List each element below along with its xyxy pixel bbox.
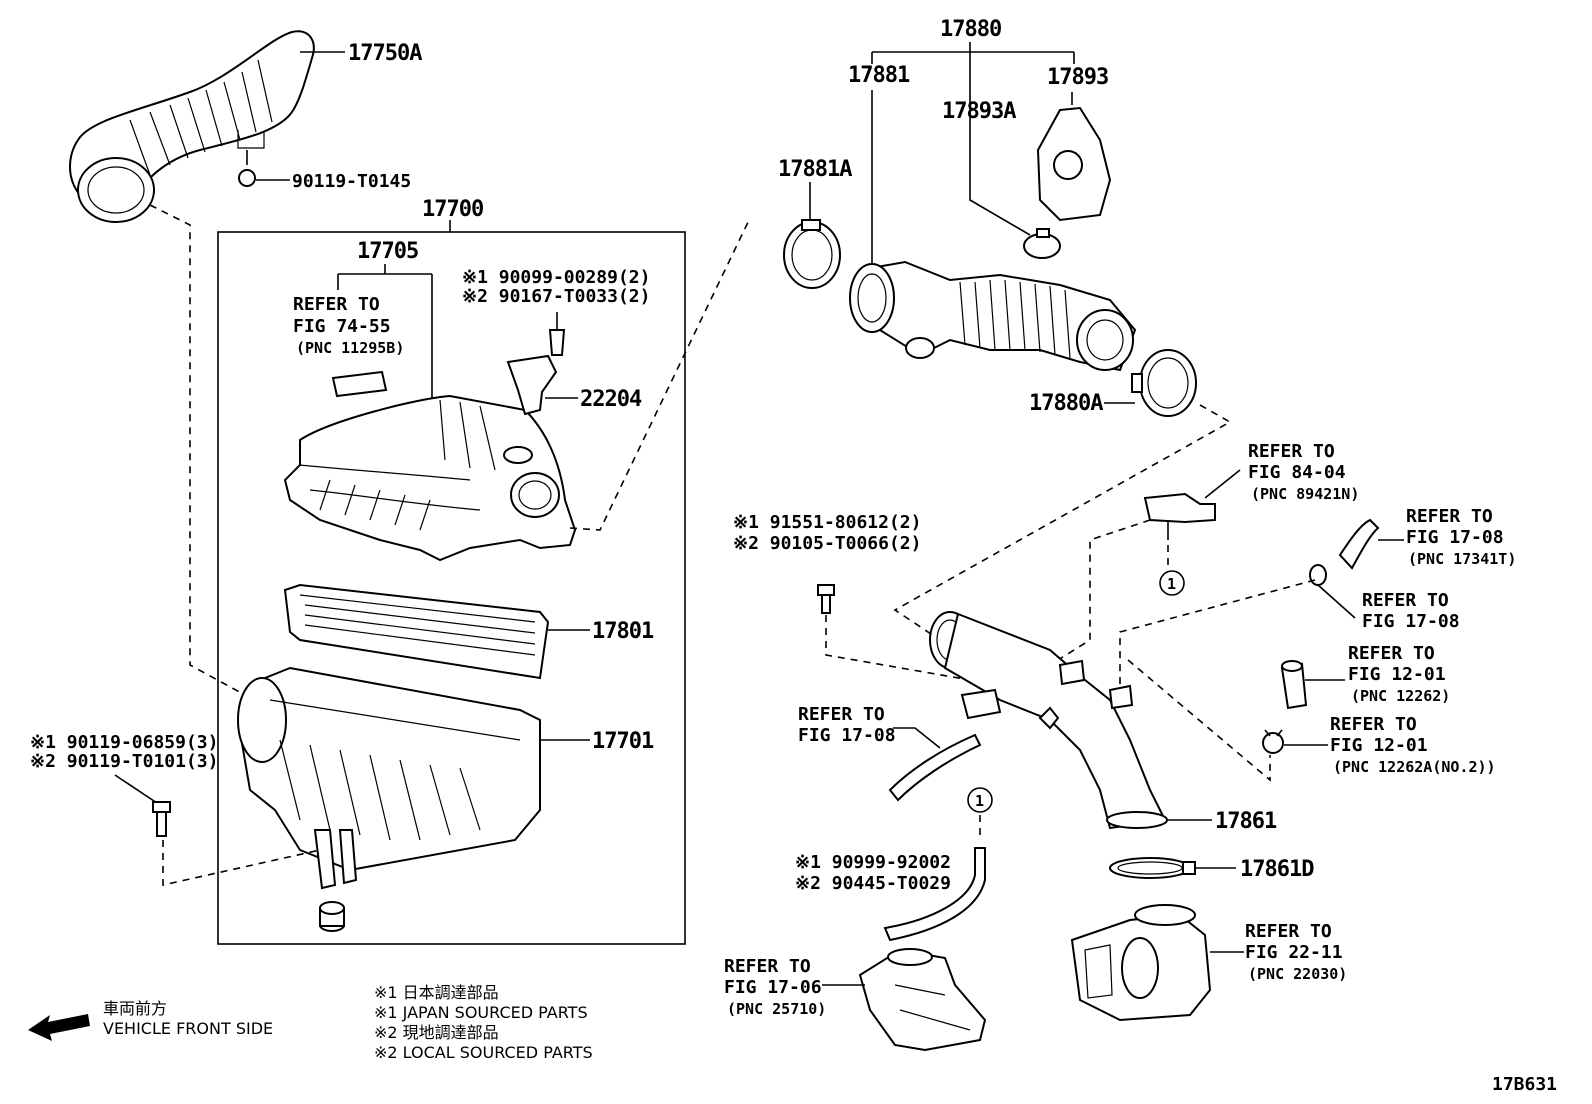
circle-marker-1-top: 1 [1159,570,1185,596]
grommet-drawing [319,901,345,932]
qualified-90167-T0033: ※2 90167-T0033(2) [462,286,650,307]
qualified-90445-T0029: ※2 90445-T0029 [795,873,951,894]
refer-fig-12-01-b-group: REFER TO FIG 12-01 (PNC 12262A(NO.2)) [1330,714,1496,776]
refer-fig-84-04-group: REFER TO FIG 84-04 (PNC 89421N) [1248,441,1359,503]
refer-fig-12-01-a-group: REFER TO FIG 12-01 (PNC 12262) [1348,643,1450,705]
part-number-17705: 17705 [357,239,418,264]
refer-label-fig-17-06-line3: (PNC 25710) [727,1000,826,1018]
qualified-91551-80612: ※1 91551-80612(2) [733,512,921,533]
refer-label-fig-12-01-b-line2: FIG 12-01 [1330,735,1428,756]
refer-fig-17-08-a-group: REFER TO FIG 17-08 (PNC 17341T) [1406,506,1516,568]
refer-label-fig-84-04-line3: (PNC 89421N) [1251,485,1359,503]
refer-label-fig-74-55-line1: REFER TO [293,294,380,315]
refer-label-fig-17-08-a-line3: (PNC 17341T) [1408,550,1516,568]
part-number-17881: 17881 [848,63,910,88]
refer-label-fig-17-08-b-line2: FIG 17-08 [1362,611,1460,632]
refer-fig-17-08-b-group: REFER TO FIG 17-08 [1362,590,1460,632]
circle-marker-1-bottom-label: 1 [975,792,984,810]
qualified-90999-92002: ※1 90999-92002 [795,852,951,873]
air-cleaner-case-drawing [236,666,590,890]
refer-label-fig-74-55-line2: FIG 74-55 [293,316,391,337]
breather-hose-drawing [888,733,982,802]
refer-label-fig-74-55-line3: (PNC 11295B) [296,339,404,357]
refer-label-fig-12-01-a-line3: (PNC 12262) [1351,687,1450,705]
qualified-90119-T0101: ※2 90119-T0101(3) [30,751,218,772]
refer-label-fig-12-01-b-line1: REFER TO [1330,714,1417,735]
refer-fig-17-08-c-group: REFER TO FIG 17-08 [798,704,896,746]
refer-label-fig-22-11-line3: (PNC 22030) [1248,965,1347,983]
air-inlet-duct-drawing [69,30,345,223]
part-number-17750A: 17750A [348,41,422,66]
note-1-jp: ※1 日本調達部品 [374,983,499,1002]
qualified-90119-06859: ※1 90119-06859(3) [30,732,218,753]
part-number-17893: 17893 [1047,65,1108,90]
refer-label-fig-22-11-line2: FIG 22-11 [1245,942,1343,963]
qualified-90105-T0066: ※2 90105-T0066(2) [733,533,921,554]
clamp-17893A-drawing [1023,228,1061,259]
vehicle-front-jp: 車両前方 [103,999,167,1018]
refer-label-fig-17-08-c-line2: FIG 17-08 [798,725,896,746]
bolt-drawing [114,774,171,837]
refer-fig-17-06-group: REFER TO FIG 17-06 (PNC 25710) [724,956,826,1018]
refer-label-fig-17-08-c-line1: REFER TO [798,704,885,725]
part-number-22204: 22204 [580,387,642,412]
part-number-17700: 17700 [422,197,483,222]
vehicle-front-en: VEHICLE FRONT SIDE [103,1019,273,1038]
qualified-90099-00289: ※1 90099-00289(2) [462,267,650,288]
throttle-body-drawing [1070,904,1244,1022]
vent-hose-drawing [883,847,986,942]
refer-label-fig-17-06-line2: FIG 17-06 [724,977,822,998]
air-connector-17861-drawing [929,611,1212,830]
vacuum-hose-drawing [1309,518,1404,586]
bolt-91551-drawing [817,584,835,614]
part-number-17861: 17861 [1215,809,1277,834]
hose-clip-12262A-drawing [1262,729,1328,754]
refer-label-fig-84-04-line1: REFER TO [1248,441,1335,462]
refer-label-fig-22-11-line1: REFER TO [1245,921,1332,942]
label-sticker-drawing [331,370,388,398]
air-cleaner-cap-drawing [283,394,577,562]
refer-label-fig-12-01-b-line3: (PNC 12262A(NO.2)) [1333,758,1496,776]
refer-label-fig-17-08-b-line1: REFER TO [1362,590,1449,611]
figure-code: 17B631 [1492,1074,1557,1095]
refer-label-fig-12-01-a-line1: REFER TO [1348,643,1435,664]
refer-label-fig-84-04-line2: FIG 84-04 [1248,462,1346,483]
air-cleaner-assembly-frame [217,231,686,945]
hose-12262-drawing [1280,660,1345,710]
note-1-en: ※1 JAPAN SOURCED PARTS [374,1003,588,1022]
note-2-jp: ※2 現地調達部品 [374,1023,499,1042]
part-number-90119-T0145: 90119-T0145 [292,171,411,192]
part-number-17881A: 17881A [778,157,852,182]
part-number-17893A: 17893A [942,99,1016,124]
hose-clamp-17880A-drawing [1131,349,1197,417]
air-intake-hose-drawing [849,260,1137,372]
vacuum-switch-drawing [1143,469,1241,540]
circle-marker-1-bottom: 1 [967,787,993,813]
part-number-17880A: 17880A [1029,391,1103,416]
mass-airflow-meter-drawing [506,312,578,416]
hose-clamp-17861D-drawing [1109,857,1236,879]
part-number-17861D: 17861D [1240,857,1314,882]
part-number-17801: 17801 [592,619,654,644]
vehicle-front-arrow-icon [28,1014,90,1041]
refer-label-fig-17-06-line1: REFER TO [724,956,811,977]
vsv-assembly-drawing [858,948,987,1052]
part-number-17880: 17880 [940,17,1001,42]
refer-fig-22-11-group: REFER TO FIG 22-11 (PNC 22030) [1245,921,1347,983]
hose-clamp-17881A-drawing [783,219,841,289]
resonator-cap-drawing [1036,106,1112,222]
part-number-17701: 17701 [592,729,654,754]
refer-label-fig-12-01-a-line2: FIG 12-01 [1348,664,1446,685]
air-filter-element-drawing [283,583,590,680]
refer-label-fig-17-08-a-line1: REFER TO [1406,506,1493,527]
circle-marker-1-top-label: 1 [1167,575,1176,593]
note-2-en: ※2 LOCAL SOURCED PARTS [374,1043,593,1062]
refer-label-fig-17-08-a-line2: FIG 17-08 [1406,527,1504,548]
